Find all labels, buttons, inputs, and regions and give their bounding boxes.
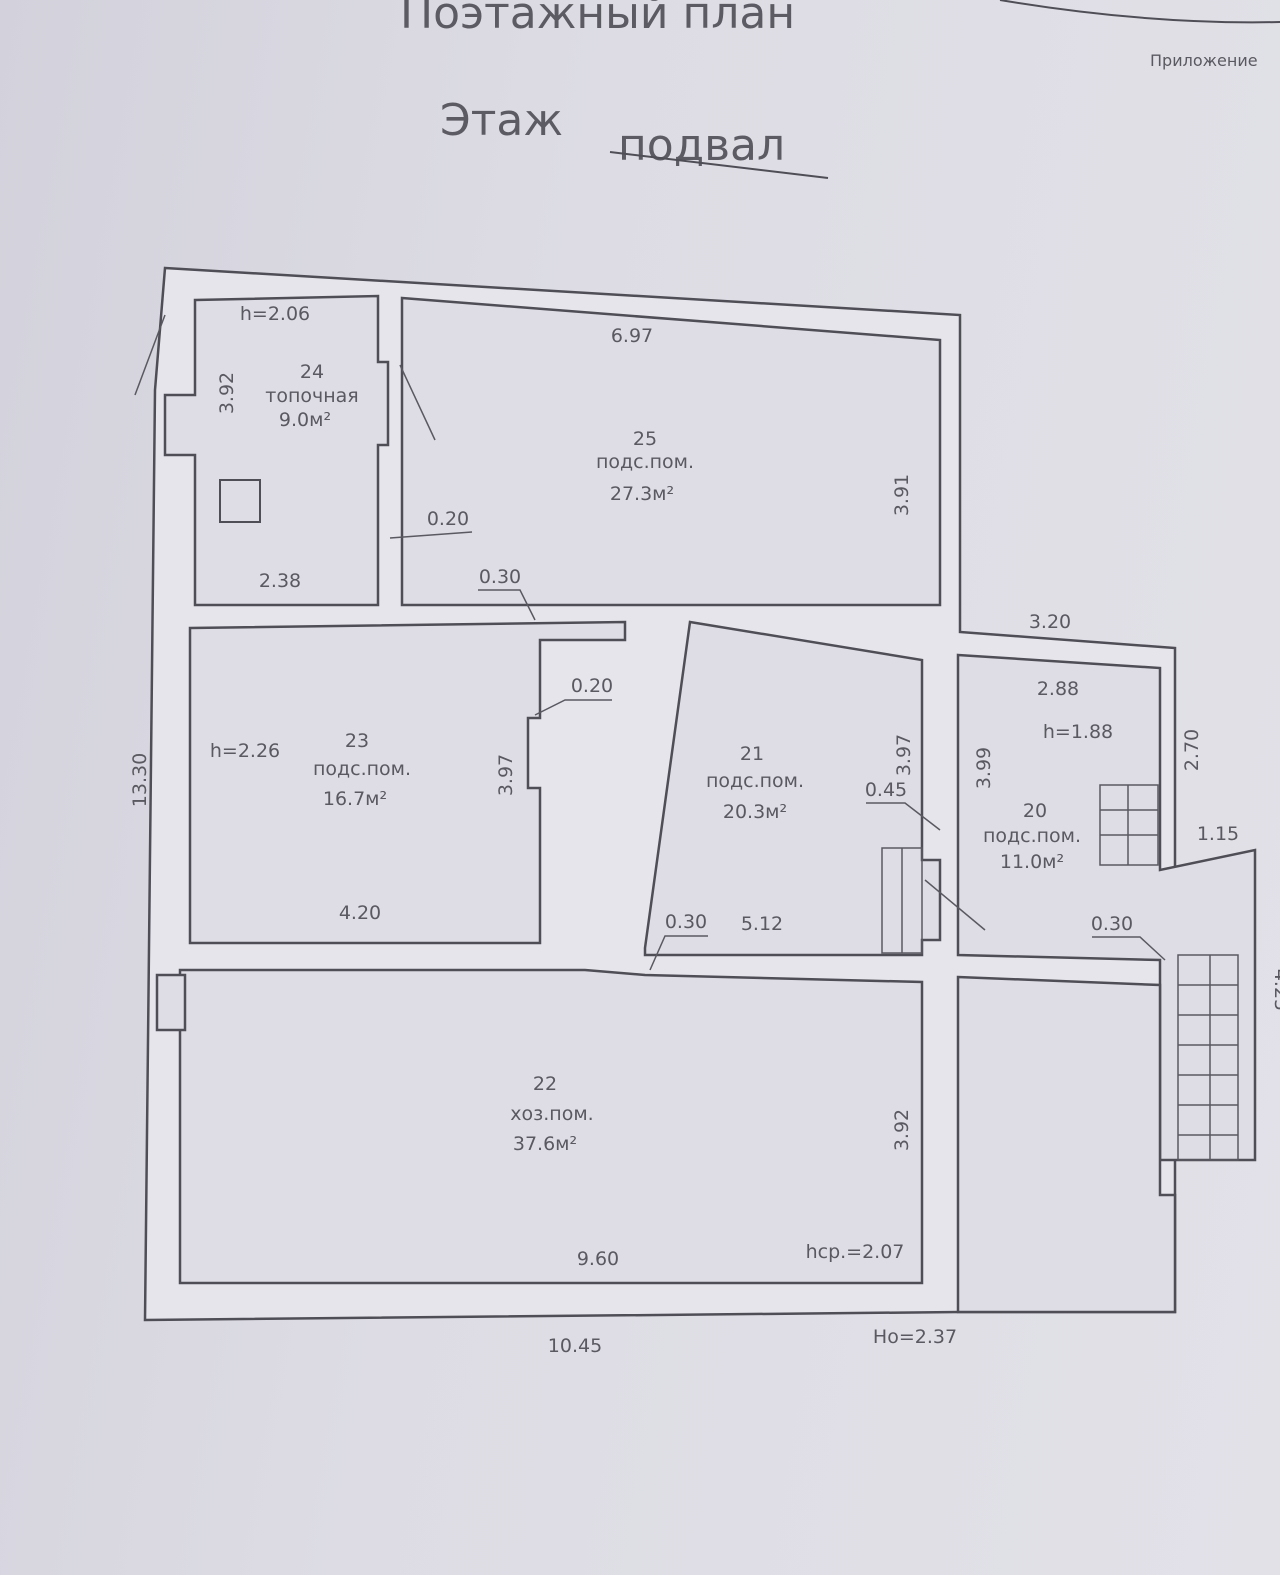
leader-line [534,699,612,716]
stairs-entrance [1177,954,1239,1161]
room-25 [400,296,942,607]
room-25-dim: 3.91 [891,474,913,516]
room-22-height: hср.=2.07 [806,1241,905,1263]
door-swing [924,879,986,931]
room-storage [956,975,1177,1314]
room-23-dim: 4.20 [339,902,381,924]
room-23-height: h=2.26 [210,740,280,762]
room-24-area: 9.0м² [279,409,331,431]
room-25-number: 25 [633,428,657,450]
room-22-dim: 3.92 [891,1109,913,1151]
appendix-label: Приложение [1150,51,1258,70]
room-20-dim: 2.88 [1037,678,1079,700]
room-20-dim: 2.70 [1181,729,1203,771]
room-20-number: 20 [1023,800,1047,822]
wall-dim: 1.15 [1197,823,1239,845]
room-24-dim: 3.92 [216,372,238,414]
overall-length: 13.30 [129,753,151,807]
window-line [134,314,166,396]
room-25-name: подс.пом. [596,451,694,473]
floor-underline [609,151,829,179]
room-21-dim: 3.97 [893,734,915,776]
leader-line [866,802,941,831]
room-25-dim: 6.97 [611,325,653,347]
door-swing [399,364,436,441]
room-22 [178,968,924,1285]
room-23-name: подс.пом. [313,758,411,780]
room-25-area: 27.3м² [610,483,674,505]
wall-thickness: 0.20 [427,508,469,530]
room-22-area: 37.6м² [513,1133,577,1155]
room-22-number: 22 [533,1073,557,1095]
overall-width: 10.45 [548,1335,602,1357]
room-23-area: 16.7м² [323,788,387,810]
leader-line [478,589,536,621]
leader-line [1092,936,1166,961]
stairs-room-20 [1099,784,1159,866]
wall-thickness: 0.30 [479,566,521,588]
room-21-number: 21 [740,743,764,765]
room-23 [188,620,627,945]
room-24-name: топочная [265,385,358,407]
stairs-room-21 [881,847,923,954]
room-24-number: 24 [300,361,324,383]
room-21 [643,620,942,957]
room-23-number: 23 [345,730,369,752]
room-21-name: подс.пом. [706,770,804,792]
room-24-height: h=2.06 [240,303,310,325]
room-23-dim: 3.97 [495,754,517,796]
room-20-area: 11.0м² [1000,851,1064,873]
room-20-dim: 3.99 [973,747,995,789]
boiler-symbol [219,479,261,523]
room-24 [163,294,390,607]
room-20-name: подс.пом. [983,825,1081,847]
leader-line [649,935,708,971]
floor-label: Этаж [440,95,563,146]
room-21-dim: 5.12 [741,913,783,935]
title-frame-line [999,0,1280,24]
overall-height: Hо=2.37 [873,1326,957,1348]
wall-thickness: 0.30 [665,911,707,933]
leader-line [389,531,473,539]
window [155,973,187,1032]
room-22-name: хоз.пом. [510,1103,593,1125]
room-20-height: h=1.88 [1043,721,1113,743]
room-20 [956,653,1257,1162]
wall-thickness: 0.20 [571,675,613,697]
wall-dim: 4.25 [1270,969,1280,1011]
wall-thickness: 0.45 [865,779,907,801]
wall-dim: 3.20 [1029,611,1071,633]
room-24-dim: 2.38 [259,570,301,592]
wall-thickness: 0.30 [1091,913,1133,935]
plan-title: Поэтажный план [400,0,795,39]
room-22-dim: 9.60 [577,1248,619,1270]
room-21-area: 20.3м² [723,801,787,823]
